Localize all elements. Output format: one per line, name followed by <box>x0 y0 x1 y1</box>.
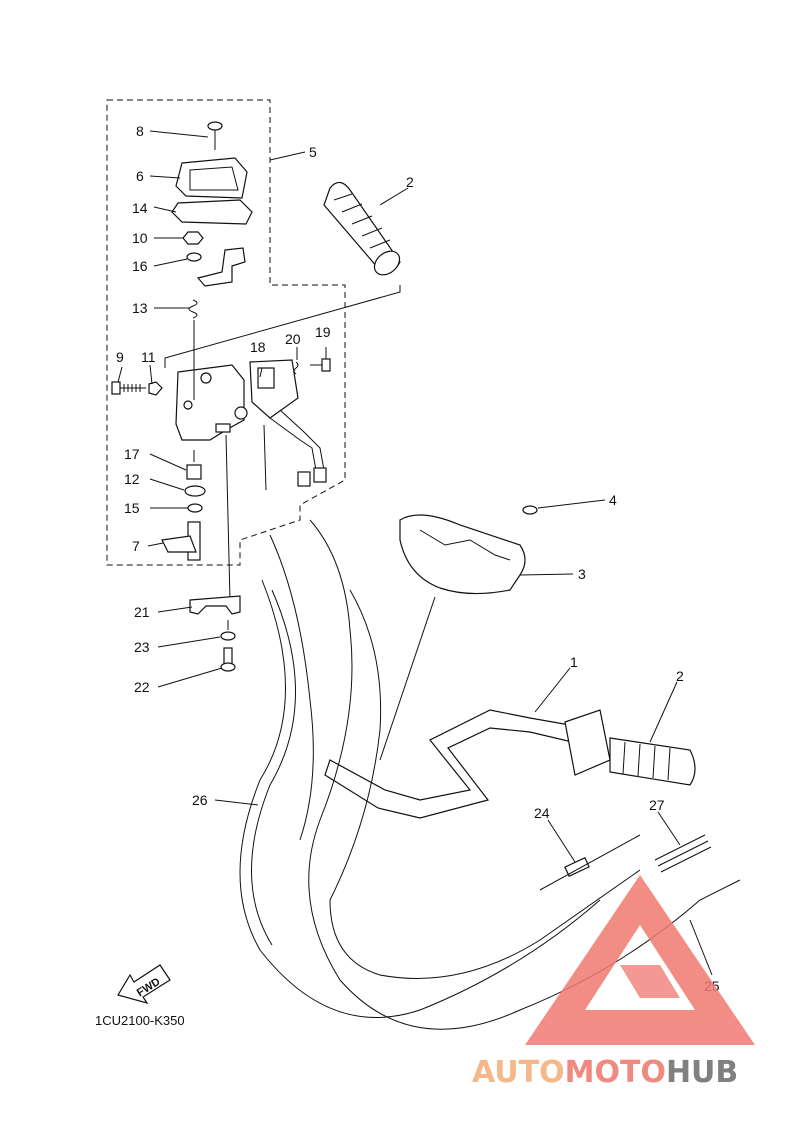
gasket-part-14 <box>171 199 253 225</box>
label-12: 12 <box>124 471 140 487</box>
cable-24 <box>329 589 641 979</box>
label-2-upper: 2 <box>406 174 414 190</box>
label-2-lower: 2 <box>676 668 684 684</box>
handlebar-cover-part-3 <box>399 514 526 595</box>
switch-unit-part-18 <box>249 359 327 487</box>
bolt-part-22 <box>220 647 236 672</box>
screw-part-19 <box>310 358 331 372</box>
spring-part-20 <box>293 361 299 375</box>
washer-part-16 <box>186 252 202 262</box>
label-19: 19 <box>315 324 331 340</box>
shaft-part-7 <box>161 521 201 561</box>
label-11: 11 <box>141 349 156 365</box>
bolt-part-9 <box>111 381 146 395</box>
label-1: 1 <box>570 654 578 670</box>
label-27: 27 <box>649 797 665 813</box>
grip-part-2-lower <box>564 709 696 786</box>
washer-part-12 <box>184 485 206 497</box>
label-24: 24 <box>534 805 550 821</box>
watermark-triangle <box>525 875 755 1045</box>
reference-code: 1CU2100-K350 <box>95 1013 185 1028</box>
label-4: 4 <box>609 492 617 508</box>
label-3: 3 <box>578 566 586 582</box>
spring-part-27 <box>654 834 712 873</box>
collar-part-17 <box>186 464 202 480</box>
throttle-cable-26-inner <box>251 589 296 946</box>
washer-part-23 <box>220 631 236 641</box>
label-18: 18 <box>250 339 266 355</box>
o-ring-part-15 <box>187 503 203 513</box>
label-9: 9 <box>116 349 124 365</box>
cap-part-4 <box>522 505 538 515</box>
switch-cover-part-6 <box>175 157 248 199</box>
label-13: 13 <box>132 300 148 316</box>
watermark-hub: HUB <box>666 1055 738 1090</box>
adjuster-part-24 <box>539 834 641 891</box>
throttle-cable-26 <box>239 579 601 1018</box>
forward-arrow-icon: FWD <box>117 964 171 1005</box>
label-5: 5 <box>309 144 317 160</box>
label-7: 7 <box>132 538 140 554</box>
label-14: 14 <box>132 200 148 216</box>
watermark-moto: MOTO <box>565 1055 666 1090</box>
brake-cable <box>269 534 314 841</box>
screw-part-8 <box>207 121 223 150</box>
watermark-logo-icon <box>525 875 755 1045</box>
nut-part-10 <box>182 231 204 245</box>
label-21: 21 <box>134 604 150 620</box>
label-10: 10 <box>132 230 148 246</box>
label-20: 20 <box>285 331 301 347</box>
label-26: 26 <box>192 792 208 808</box>
watermark-auto: AUTO <box>472 1055 565 1090</box>
clamp-part-21 <box>189 595 241 615</box>
spring-part-13 <box>188 299 198 319</box>
nut-part-11 <box>148 381 163 396</box>
bracket <box>196 247 246 287</box>
leader-lines <box>117 130 713 976</box>
watermark-inner-shape <box>620 965 680 998</box>
grip-part-2-upper <box>323 181 401 276</box>
handlebar-part-1 <box>324 709 573 819</box>
label-16: 16 <box>132 258 148 274</box>
label-15: 15 <box>124 500 140 516</box>
label-17: 17 <box>124 446 140 462</box>
switch-body <box>175 364 248 441</box>
watermark-text: AUTOMOTOHUB <box>472 1055 738 1090</box>
label-22: 22 <box>134 679 150 695</box>
label-6: 6 <box>136 168 144 184</box>
label-8: 8 <box>136 123 144 139</box>
label-23: 23 <box>134 639 150 655</box>
